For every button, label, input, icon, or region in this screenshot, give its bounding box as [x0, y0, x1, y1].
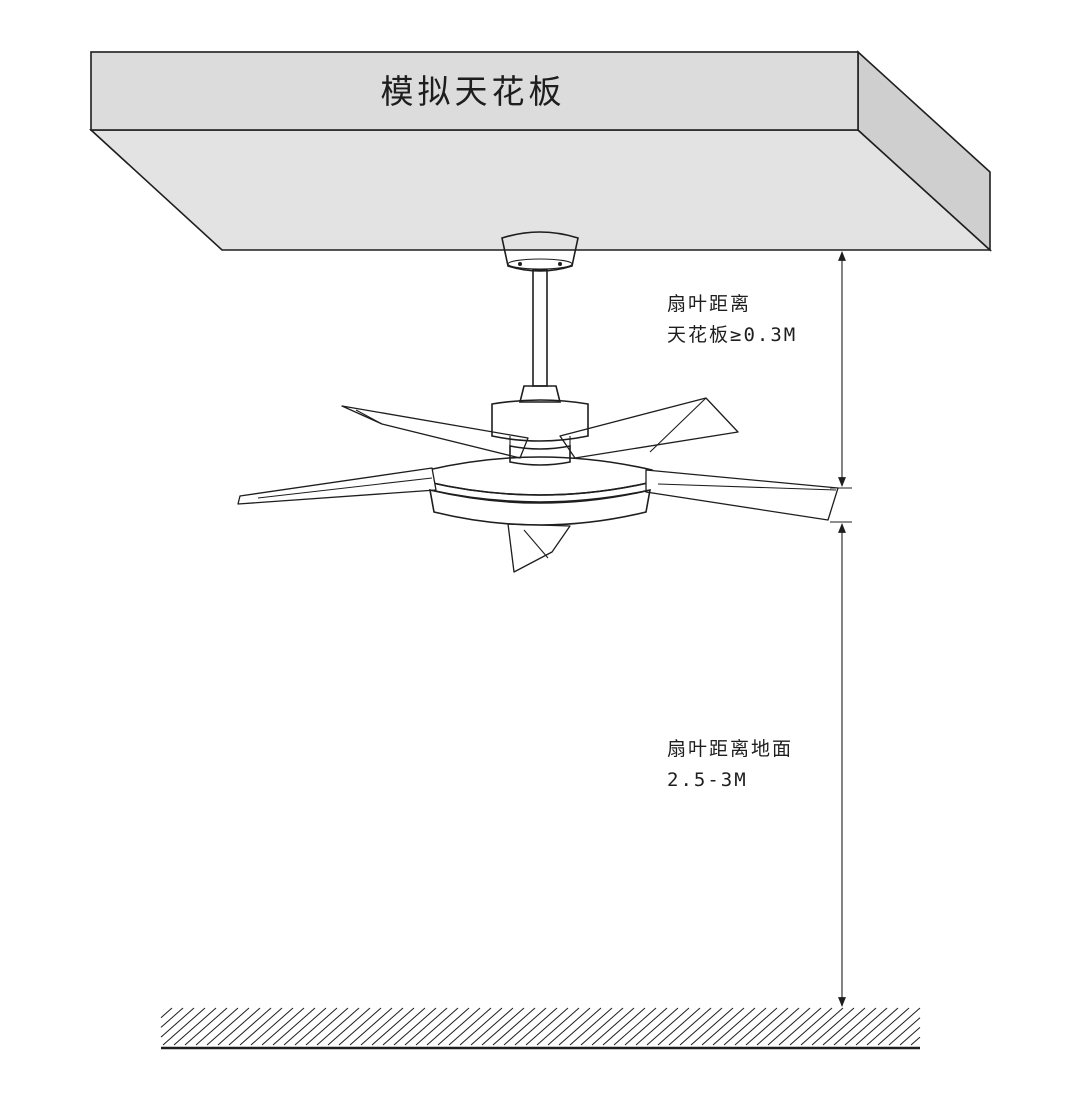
floor-hatch-line: [239, 1007, 283, 1046]
floor-hatch-line: [833, 1007, 877, 1046]
floor-hatch-line: [712, 1007, 756, 1046]
floor-hatch-line: [250, 1007, 294, 1046]
floor-hatch-line: [206, 1007, 250, 1046]
floor-hatch-line: [756, 1007, 800, 1046]
floor-hatch-line: [646, 1007, 690, 1046]
dimension-lines: [830, 251, 852, 1007]
floor-hatch-line: [855, 1007, 899, 1046]
floor-hatch-line: [338, 1007, 382, 1046]
fan-canopy: [501, 231, 579, 272]
floor-hatch-line: [569, 1007, 613, 1046]
floor-hatch-line: [723, 1007, 767, 1046]
ceiling-clearance-line1: 扇叶距离: [667, 293, 751, 315]
floor-hatch-line: [371, 1007, 415, 1046]
floor-hatch-line: [492, 1007, 536, 1046]
floor-hatch-line: [899, 1027, 921, 1046]
floor-hatch-line: [184, 1007, 228, 1046]
floor-hatch-line: [734, 1007, 778, 1046]
fan-blade-right: [645, 469, 839, 521]
floor-hatch-line: [580, 1007, 624, 1046]
ceiling-slab: 模拟天花板: [88, 50, 993, 252]
floor-hatch-line: [415, 1007, 459, 1046]
floor-hatch-line: [160, 1007, 184, 1028]
floor-hatch-line: [327, 1007, 371, 1046]
floor-hatch-line: [745, 1007, 789, 1046]
floor-hatch-line: [844, 1007, 888, 1046]
floor-hatch-line: [162, 1007, 206, 1046]
floor-hatch-line: [470, 1007, 514, 1046]
floor-hatch-line: [657, 1007, 701, 1046]
floor-hatch-line: [481, 1007, 525, 1046]
floor-hatch-line: [591, 1007, 635, 1046]
floor-hatch-line: [360, 1007, 404, 1046]
floor-hatch-line: [800, 1007, 844, 1046]
floor-hatch-line: [888, 1017, 921, 1046]
floor-hatch-line: [701, 1007, 745, 1046]
floor-hatch-line: [404, 1007, 448, 1046]
floor-hatch-line: [305, 1007, 349, 1046]
floor-hatch-line: [261, 1007, 305, 1046]
floor-clearance-line2: 2.5-3M: [667, 769, 748, 791]
floor-clearance-note: 扇叶距离地面 2.5-3M: [667, 738, 793, 791]
floor-hatch-line: [910, 1036, 921, 1046]
floor-hatch-line: [448, 1007, 492, 1046]
floor-hatch-line: [767, 1007, 811, 1046]
floor-clearance-line1: 扇叶距离地面: [667, 738, 793, 760]
floor-hatch-line: [160, 1007, 173, 1019]
floor-hatch-line: [558, 1007, 602, 1046]
floor-hatch-line: [160, 1007, 195, 1038]
ceiling-clearance-line2: 天花板≥0.3M: [667, 324, 797, 346]
floor-hatching: [160, 1007, 921, 1046]
fan-motor-housing: [491, 399, 589, 442]
floor-hatch-line: [789, 1007, 833, 1046]
floor-hatch-line: [459, 1007, 503, 1046]
floor-hatch-line: [690, 1007, 734, 1046]
floor-hatch-line: [613, 1007, 657, 1046]
floor-hatch-line: [778, 1007, 822, 1046]
floor-hatch-line: [382, 1007, 426, 1046]
floor-hatch-line: [437, 1007, 481, 1046]
floor: [160, 1007, 921, 1050]
floor-hatch-line: [503, 1007, 547, 1046]
floor-hatch-line: [272, 1007, 316, 1046]
floor-hatch-line: [668, 1007, 712, 1046]
floor-hatch-line: [679, 1007, 723, 1046]
floor-hatch-line: [877, 1007, 921, 1046]
fan-blade-back-right: [559, 397, 739, 459]
fan-light-dome: [428, 488, 652, 526]
floor-hatch-line: [525, 1007, 569, 1046]
floor-hatch-line: [624, 1007, 668, 1046]
floor-hatch-line: [811, 1007, 855, 1046]
floor-hatch-line: [173, 1007, 217, 1046]
floor-hatch-line: [316, 1007, 360, 1046]
floor-hatch-line: [536, 1007, 580, 1046]
floor-hatch-line: [602, 1007, 646, 1046]
floor-hatch-line: [866, 1007, 910, 1046]
floor-hatch-line: [294, 1007, 338, 1046]
floor-hatch-line: [349, 1007, 393, 1046]
ceiling-fan: [237, 231, 839, 573]
floor-hatch-line: [228, 1007, 272, 1046]
floor-hatch-line: [426, 1007, 470, 1046]
floor-hatch-line: [514, 1007, 558, 1046]
ceiling-front-face: [90, 51, 859, 131]
floor-hatch-line: [217, 1007, 261, 1046]
floor-hatch-line: [822, 1007, 866, 1046]
ceiling-label: 模拟天花板: [381, 72, 566, 111]
floor-hatch-line: [547, 1007, 591, 1046]
ceiling-clearance-note: 扇叶距离 天花板≥0.3M: [667, 293, 797, 346]
fan-blade-left: [237, 467, 437, 505]
floor-hatch-line: [635, 1007, 679, 1046]
fan-downrod: [532, 269, 548, 387]
floor-hatch-line: [393, 1007, 437, 1046]
floor-hatch-line: [283, 1007, 327, 1046]
fan-blade-back-left: [341, 405, 529, 459]
floor-hatch-line: [195, 1007, 239, 1046]
